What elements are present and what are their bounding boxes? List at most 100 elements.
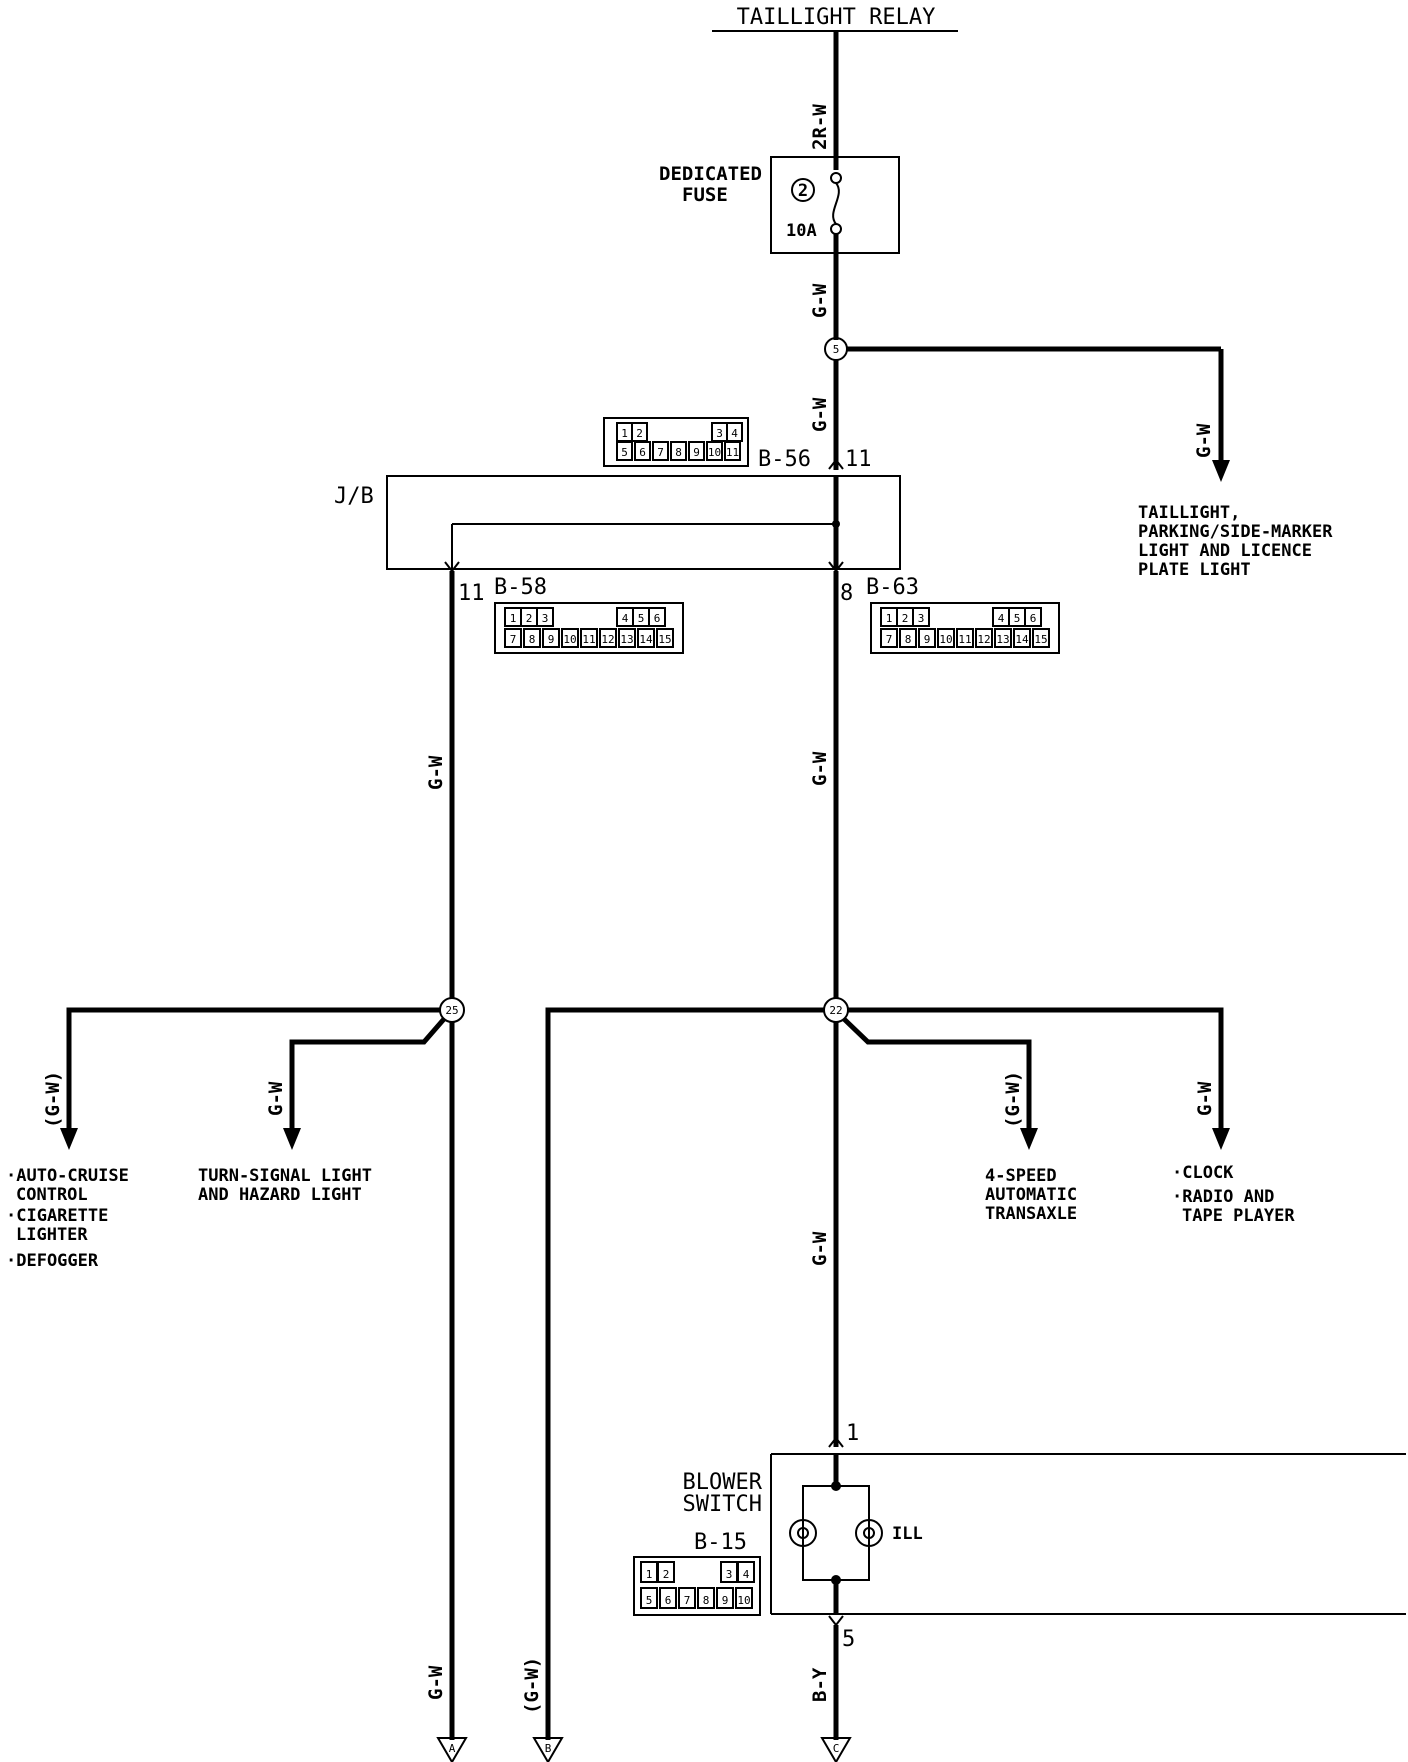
connector-b15-id: B-15 bbox=[694, 1530, 747, 1555]
connector-pin-number: 11 bbox=[726, 446, 739, 459]
wire-label-taillight: G-W bbox=[1193, 423, 1215, 458]
connector-cell bbox=[640, 1587, 658, 1609]
fuse-number: 2 bbox=[798, 181, 808, 201]
wire-output-b bbox=[545, 1007, 824, 1740]
wire-label-left-main: G-W bbox=[425, 755, 447, 790]
connector-pin-number: 10 bbox=[708, 446, 721, 459]
arrow-taillight bbox=[1212, 460, 1230, 482]
connector-pin-number: 11 bbox=[582, 633, 595, 646]
connector-pin-number: 8 bbox=[529, 633, 536, 646]
wire-label-center-main: G-W bbox=[809, 751, 831, 786]
blower-pin-out: 5 bbox=[842, 1627, 855, 1652]
connector-pin-number: 4 bbox=[731, 427, 738, 440]
destination-transaxle: 4-SPEED AUTOMATIC TRANSAXLE bbox=[985, 1166, 1077, 1224]
wire-label-turn-signal: G-W bbox=[265, 1081, 287, 1116]
connector-cell bbox=[616, 441, 633, 461]
connector-cell bbox=[899, 628, 917, 648]
connector-pin-number: 8 bbox=[675, 446, 682, 459]
dest-transaxle-line3: TRANSAXLE bbox=[985, 1204, 1077, 1224]
connector-pin-number: 11 bbox=[958, 633, 971, 646]
arrow-auto-cruise bbox=[60, 1128, 78, 1150]
connector-cell bbox=[523, 628, 541, 648]
dest-auto-cruise-line1: ·AUTO-CRUISE bbox=[6, 1166, 129, 1186]
connector-pin-number: 9 bbox=[548, 633, 555, 646]
connector-cell bbox=[716, 1587, 734, 1609]
dest-transaxle-line1: 4-SPEED bbox=[985, 1166, 1057, 1186]
dest-taillight-line1: TAILLIGHT, bbox=[1138, 503, 1240, 523]
connector-cell bbox=[688, 441, 705, 461]
connector-cell bbox=[912, 607, 930, 627]
connector-cell bbox=[1032, 628, 1050, 648]
dest-clock-line2: ·RADIO AND bbox=[1172, 1187, 1274, 1207]
connector-pin-number: 7 bbox=[886, 633, 893, 646]
ill-lamp-left-icon bbox=[789, 1519, 817, 1547]
connector-cell bbox=[735, 1587, 753, 1609]
connector-cell bbox=[678, 1587, 696, 1609]
connector-b63-id: B-63 bbox=[866, 575, 919, 600]
connector-pin-number: 5 bbox=[638, 612, 645, 625]
wire-label-output-b: (G-W) bbox=[521, 1657, 543, 1714]
connector-pin-number: 2 bbox=[526, 612, 533, 625]
connector-cell bbox=[1024, 607, 1042, 627]
connector-cell bbox=[659, 1587, 677, 1609]
connector-pin-number: 5 bbox=[646, 1594, 653, 1607]
connector-pin-number: 2 bbox=[902, 612, 909, 625]
connector-cell bbox=[956, 628, 974, 648]
connector-cell bbox=[599, 628, 617, 648]
connector-cell bbox=[975, 628, 993, 648]
ill-lamp-right-icon bbox=[855, 1519, 883, 1547]
wire-auto-cruise bbox=[66, 1007, 440, 1130]
connector-pin-number: 13 bbox=[620, 633, 633, 646]
splice-5-label: 5 bbox=[833, 343, 840, 356]
connector-pin-number: 6 bbox=[1030, 612, 1037, 625]
connector-pin-number: 3 bbox=[716, 427, 723, 440]
connector-pin-number: 7 bbox=[657, 446, 664, 459]
terminal-b bbox=[532, 1737, 564, 1762]
connector-pin-number: 2 bbox=[663, 1568, 670, 1581]
destination-turn-signal: TURN-SIGNAL LIGHT AND HAZARD LIGHT bbox=[198, 1166, 372, 1205]
arrow-turn-signal bbox=[283, 1128, 301, 1150]
wire-label-output-a: G-W bbox=[425, 1665, 447, 1700]
terminal-a bbox=[436, 1737, 468, 1762]
blower-label-line1: BLOWER bbox=[683, 1470, 763, 1495]
wire-label-gw-2: G-W bbox=[809, 397, 831, 432]
arrow-transaxle bbox=[1020, 1128, 1038, 1150]
connector-pin-number: 10 bbox=[939, 633, 952, 646]
connector-cell bbox=[994, 628, 1012, 648]
connector-b58-id: B-58 bbox=[494, 575, 547, 600]
terminal-c-label: C bbox=[833, 1742, 840, 1755]
connector-pin-number: 13 bbox=[996, 633, 1009, 646]
connector-cell bbox=[670, 441, 687, 461]
connector-cell bbox=[706, 441, 723, 461]
terminal-c bbox=[820, 1737, 852, 1762]
connector-pin-number: 1 bbox=[886, 612, 893, 625]
connector-pin-number: 5 bbox=[621, 446, 628, 459]
connector-pin-number: 7 bbox=[684, 1594, 691, 1607]
wire-label-gw-1: G-W bbox=[809, 283, 831, 318]
destination-clock: ·CLOCK ·RADIO AND TAPE PLAYER bbox=[1172, 1163, 1295, 1226]
dest-auto-cruise-line5: ·DEFOGGER bbox=[6, 1251, 99, 1271]
connector-pin-number: 4 bbox=[622, 612, 629, 625]
dest-turn-signal-line1: TURN-SIGNAL LIGHT bbox=[198, 1166, 372, 1186]
arrow-clock bbox=[1212, 1128, 1230, 1150]
wire-turn-signal bbox=[289, 1017, 446, 1130]
connector-pin-number: 14 bbox=[639, 633, 653, 646]
connector-pin-number: 3 bbox=[918, 612, 925, 625]
junction-block: J/B bbox=[334, 475, 901, 570]
connector-pin-number: 14 bbox=[1015, 633, 1029, 646]
connector-pin-number: 10 bbox=[563, 633, 576, 646]
connector-pin-number: 7 bbox=[510, 633, 517, 646]
connector-pin-number: 6 bbox=[665, 1594, 672, 1607]
connector-pin-number: 1 bbox=[646, 1568, 653, 1581]
connector-pin-number: 12 bbox=[977, 633, 990, 646]
dest-auto-cruise-line2: CONTROL bbox=[16, 1185, 88, 1205]
connector-b56-pin: 11 bbox=[845, 447, 872, 472]
dest-clock-line1: ·CLOCK bbox=[1172, 1163, 1234, 1183]
dest-transaxle-line2: AUTOMATIC bbox=[985, 1185, 1077, 1205]
connector-pin-number: 1 bbox=[621, 427, 628, 440]
